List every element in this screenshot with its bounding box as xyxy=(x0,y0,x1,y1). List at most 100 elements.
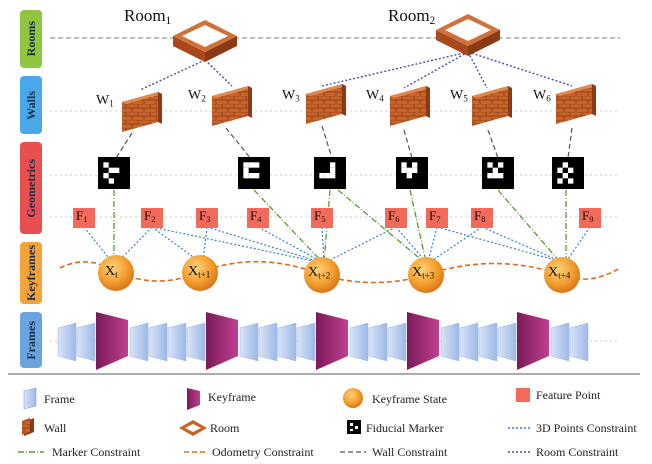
keyframe-state-3 xyxy=(304,257,340,293)
frame-3 xyxy=(129,322,149,362)
legend-odometry-constraint-label: Odometry Constraint xyxy=(212,445,314,459)
state-label-t1: Xt+1 xyxy=(188,264,211,280)
legend-room-constraint-label: Room Constraint xyxy=(536,445,619,459)
legend-points-constraint-label: 3D Points Constraint xyxy=(536,421,637,435)
keyframe-state-5 xyxy=(544,257,580,293)
feature-point-1 xyxy=(73,208,95,228)
room-label-2: Room2 xyxy=(388,6,436,27)
fiducial-marker-1 xyxy=(98,157,130,189)
marker-constraints xyxy=(113,189,567,263)
feature-point-6 xyxy=(385,208,407,228)
layer-tab-geometrics: Geometrics xyxy=(20,142,42,234)
room-2-icon xyxy=(436,14,500,56)
fiducial-marker-6 xyxy=(552,157,584,189)
legend-keyframe-icon xyxy=(187,388,200,410)
fiducial-marker-5 xyxy=(482,157,514,189)
feature-label-8: F8 xyxy=(474,208,486,225)
keyframe-state-1 xyxy=(98,255,134,291)
frame-20 xyxy=(497,322,517,362)
layer-tab-rooms: Rooms xyxy=(20,10,42,68)
points-constraints xyxy=(83,226,591,263)
wall-2-icon xyxy=(212,86,252,126)
layer-tab-keyframes: Keyframes xyxy=(20,242,42,304)
frame-6 xyxy=(186,322,206,362)
frame-8 xyxy=(239,322,259,362)
feature-label-1: F1 xyxy=(76,208,88,225)
fiducial-marker-4 xyxy=(396,157,428,189)
frame-19 xyxy=(478,322,498,362)
legend-keyframe-state-icon xyxy=(343,388,363,408)
feature-point-3 xyxy=(196,208,218,228)
legend-wall-label: Wall xyxy=(44,421,67,435)
keyframe-7 xyxy=(206,312,238,370)
frame-15 xyxy=(387,322,407,362)
frame-0 xyxy=(57,322,77,362)
state-label-t: Xt xyxy=(105,264,118,280)
feature-label-7: F7 xyxy=(429,208,441,225)
legend-room-icon xyxy=(179,420,207,436)
keyframe-state-4 xyxy=(408,257,444,293)
legend-feature-point-icon xyxy=(516,388,530,402)
fiducial-marker-3 xyxy=(314,157,346,189)
keyframe-12 xyxy=(316,312,348,370)
legend-keyframe-state-label: Keyframe State xyxy=(372,392,447,406)
frame-23 xyxy=(569,322,589,362)
feature-label-3: F3 xyxy=(199,208,211,225)
frames-row xyxy=(57,312,589,370)
feature-point-9 xyxy=(579,208,601,228)
wall-label-5: W5 xyxy=(450,88,468,104)
frame-18 xyxy=(459,322,479,362)
fiducial-marker-2 xyxy=(238,157,270,189)
wall-label-2: W2 xyxy=(188,88,206,104)
keyframe-16 xyxy=(407,312,439,370)
feature-label-9: F9 xyxy=(582,208,594,225)
keyframe-21 xyxy=(517,312,549,370)
frame-4 xyxy=(148,322,168,362)
wall-3-icon xyxy=(306,84,346,124)
wall-5-icon xyxy=(472,86,512,126)
frame-13 xyxy=(349,322,369,362)
wall-label-1: W1 xyxy=(96,93,114,109)
feature-point-5 xyxy=(311,208,333,228)
legend-fiducial-marker-icon xyxy=(347,420,361,434)
legend-frame-label: Frame xyxy=(44,392,75,406)
feature-point-7 xyxy=(426,208,448,228)
room-label-1: Room1 xyxy=(124,6,172,27)
frame-22 xyxy=(550,322,570,362)
legend-keyframe-label: Keyframe xyxy=(208,390,256,404)
state-label-t3: Xt+3 xyxy=(412,265,435,281)
wall-label-4: W4 xyxy=(366,88,384,104)
feature-label-5: F5 xyxy=(314,208,326,225)
wall-label-3: W3 xyxy=(282,88,300,104)
legend-fiducial-marker-label: Fiducial Marker xyxy=(366,421,444,435)
legend-room-label: Room xyxy=(210,421,240,435)
legend-marker-constraint-label: Marker Constraint xyxy=(52,445,141,459)
feature-point-8 xyxy=(471,208,493,228)
frame-11 xyxy=(296,322,316,362)
odometry-constraint xyxy=(59,260,621,284)
feature-point-2 xyxy=(141,208,163,228)
frame-5 xyxy=(167,322,187,362)
keyframe-state-2 xyxy=(182,255,218,291)
legend-symbols xyxy=(18,387,530,453)
keyframe-2 xyxy=(96,312,128,370)
wall-6-icon xyxy=(556,84,596,124)
legend-frame-icon xyxy=(23,387,37,410)
legend-feature-point-label: Feature Point xyxy=(536,388,601,402)
frame-9 xyxy=(258,322,278,362)
frame-17 xyxy=(440,322,460,362)
legend-wall-icon xyxy=(22,418,34,436)
wall-constraints xyxy=(115,125,573,161)
layer-tab-frames: Frames xyxy=(20,312,42,368)
feature-point-4 xyxy=(247,208,269,228)
wall-1-icon xyxy=(122,92,162,132)
wall-label-6: W6 xyxy=(533,88,551,104)
layer-tab-walls: Walls xyxy=(20,76,42,134)
room-1-icon xyxy=(173,20,237,62)
state-label-t4: Xt+4 xyxy=(548,265,571,281)
frame-14 xyxy=(368,322,388,362)
state-label-t2: Xt+2 xyxy=(308,265,331,281)
legend-wall-constraint-label: Wall Constraint xyxy=(372,445,448,459)
feature-label-2: F2 xyxy=(144,208,156,225)
